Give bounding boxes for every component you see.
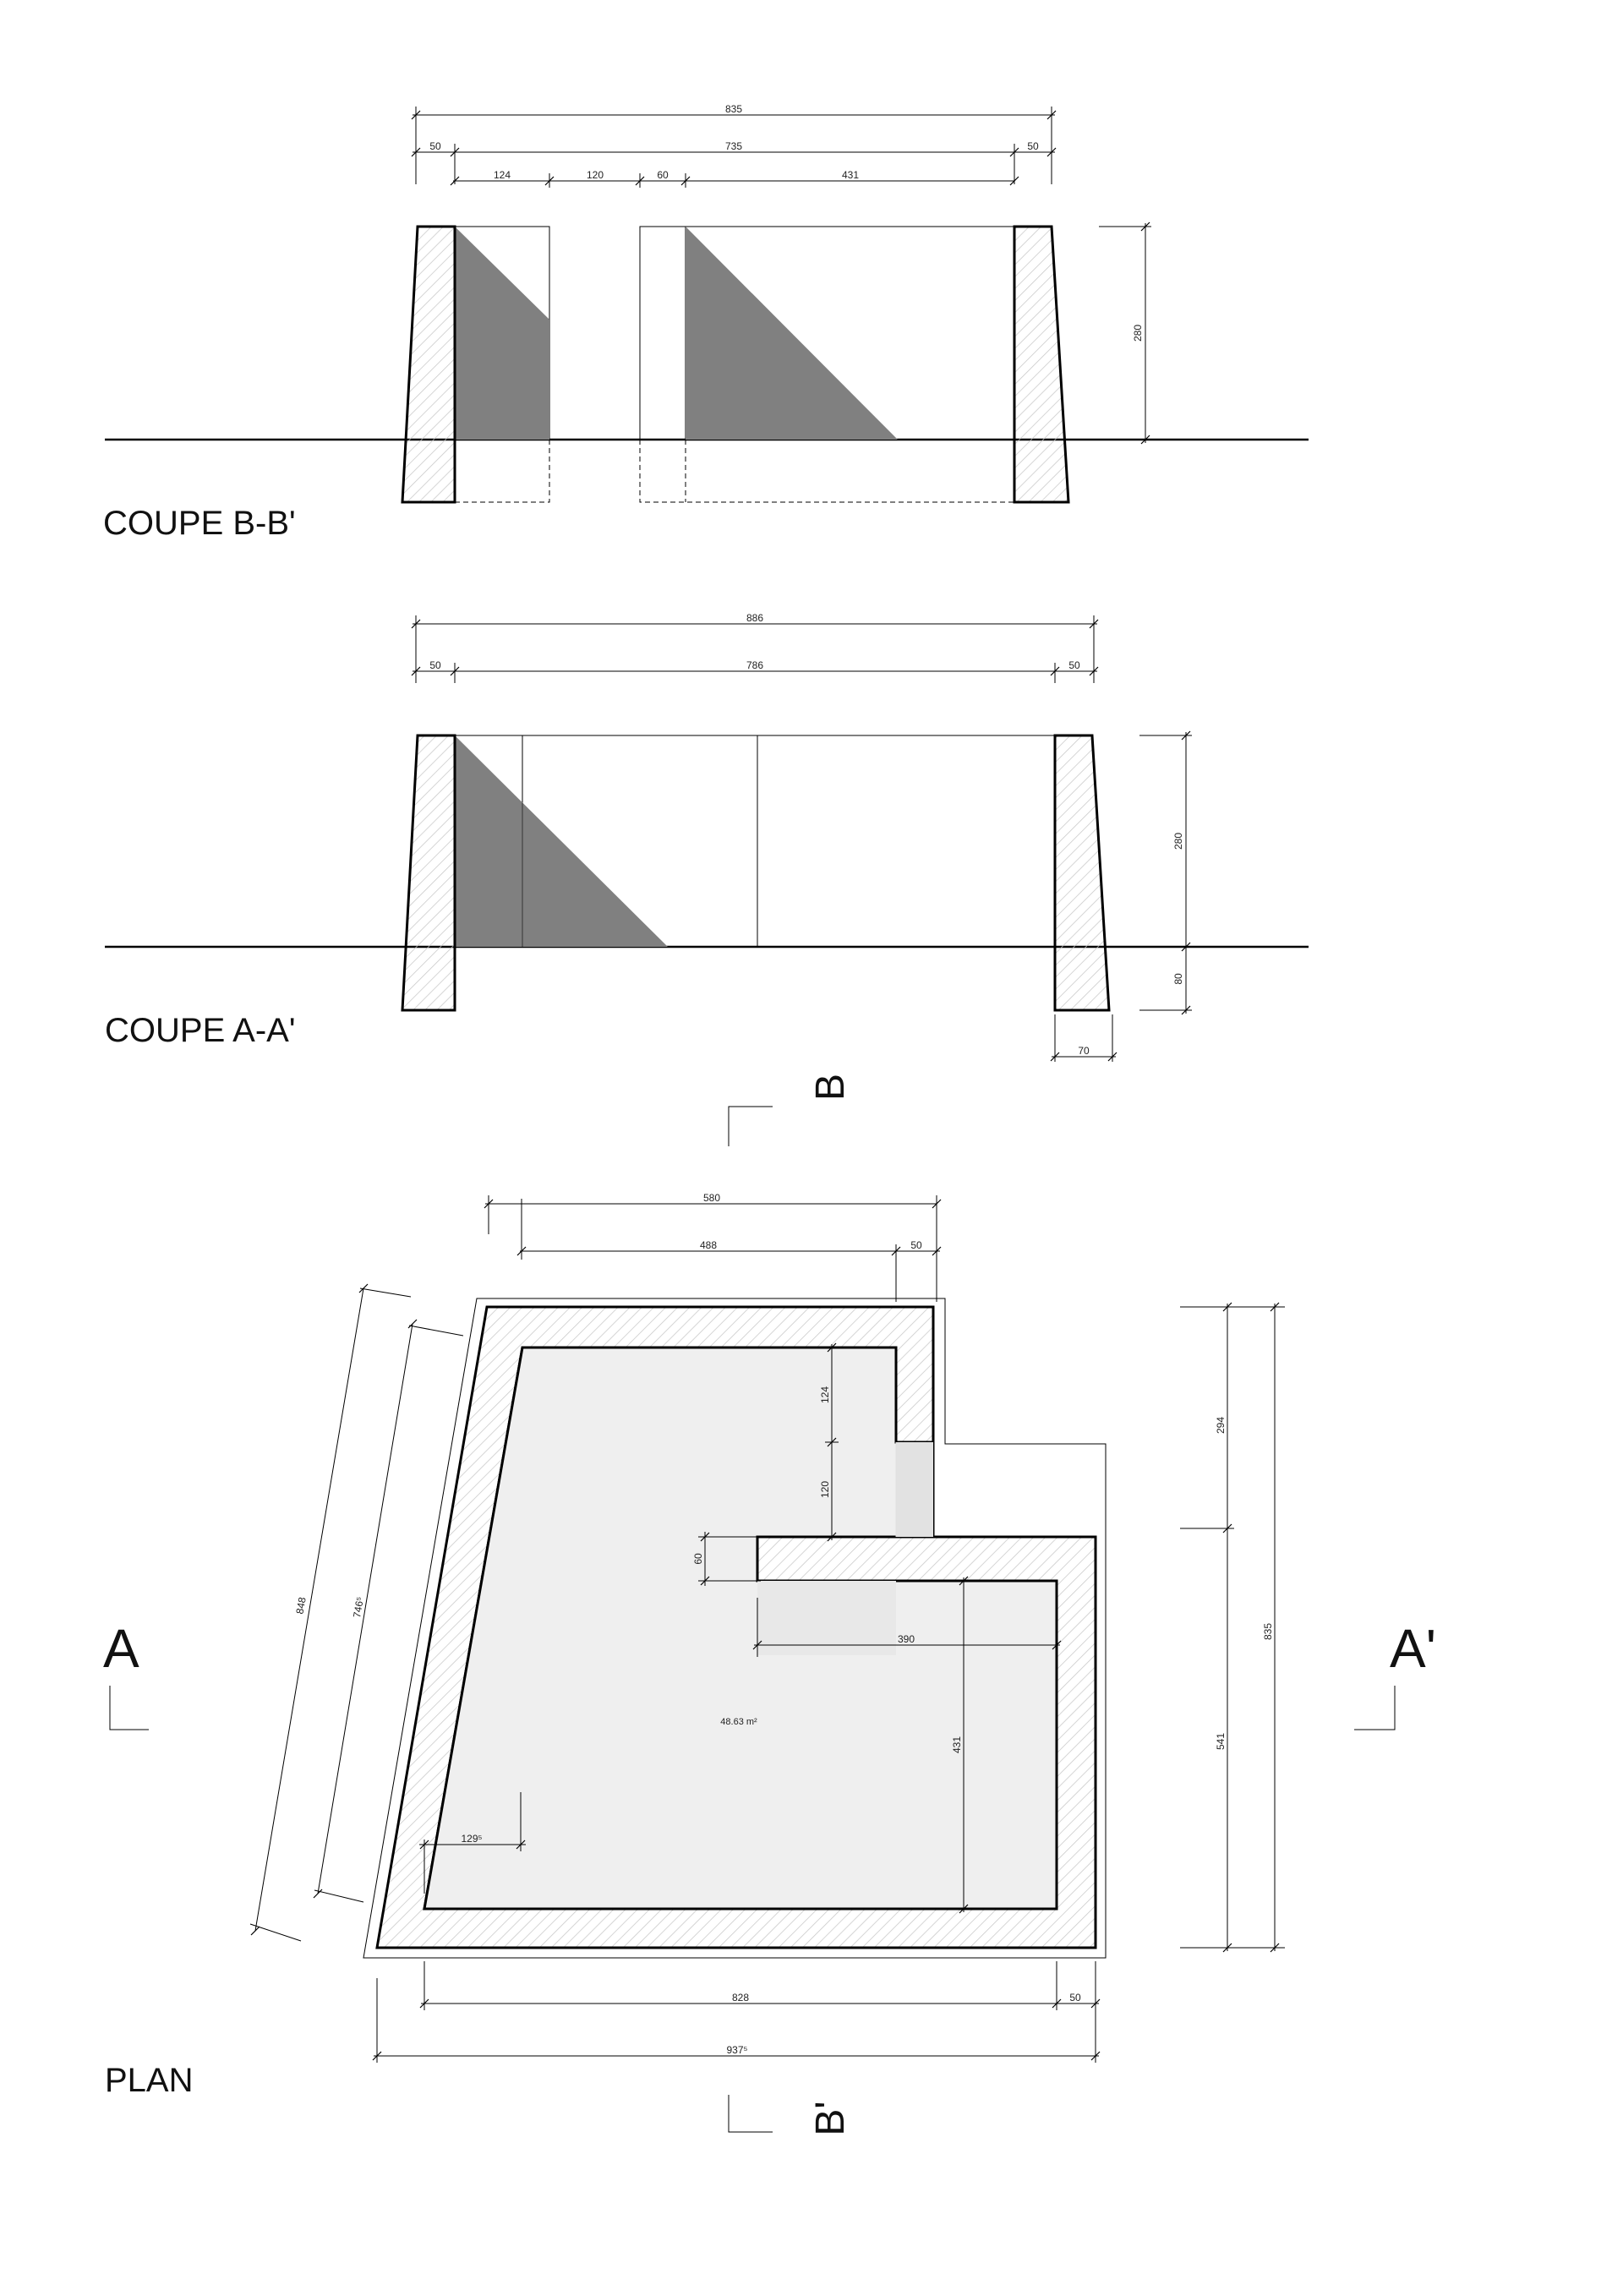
wall-right bbox=[1053, 734, 1111, 1012]
mark-a: A bbox=[103, 1618, 139, 1679]
mark-a-prime: A' bbox=[1390, 1618, 1436, 1679]
dim-inner: 786 bbox=[746, 659, 763, 671]
dim-depth: 80 bbox=[1172, 973, 1184, 985]
dim-right-lower: 541 bbox=[1215, 1733, 1227, 1750]
dim-431: 431 bbox=[842, 169, 859, 181]
dim-right-wall: 50 bbox=[1027, 140, 1039, 152]
dim-overall: 886 bbox=[746, 612, 763, 624]
plan-outer-outline bbox=[363, 1298, 1107, 1959]
section-mark-b: B bbox=[728, 1074, 853, 1146]
mark-b: B bbox=[808, 1074, 853, 1101]
section-bb: 835 50 735 50 124 120 60 431 280 COUPE B… bbox=[103, 103, 1309, 542]
dim-top-wall: 50 bbox=[910, 1239, 922, 1251]
section-title: COUPE B-B' bbox=[103, 505, 296, 542]
dim-bottom-overall: 937⁵ bbox=[727, 2044, 748, 2056]
dim-base: 70 bbox=[1078, 1045, 1090, 1057]
shadow-area bbox=[686, 227, 898, 440]
mark-b-prime: B' bbox=[808, 2101, 853, 2135]
dim-bottom-inner: 828 bbox=[732, 1992, 749, 2004]
section-mark-a-prime: A' bbox=[1354, 1618, 1436, 1730]
wall-right bbox=[1013, 225, 1070, 504]
plan-title: PLAN bbox=[105, 2062, 194, 2099]
dim-124: 124 bbox=[494, 169, 511, 181]
dim-390: 390 bbox=[898, 1633, 915, 1645]
dim-129: 129⁵ bbox=[462, 1833, 483, 1845]
section-aa: 886 50 786 50 280 80 70 COUPE A-A' bbox=[105, 612, 1309, 1062]
wall-left bbox=[401, 734, 456, 1012]
plan-interior bbox=[423, 1346, 1058, 1911]
dim-60: 60 bbox=[657, 169, 669, 181]
room-area: 48.63 m² bbox=[720, 1717, 757, 1727]
dim-top-inner: 488 bbox=[700, 1239, 717, 1251]
section-title: COUPE A-A' bbox=[105, 1012, 295, 1049]
dim-120: 120 bbox=[819, 1481, 831, 1498]
section-mark-b-prime: B' bbox=[728, 2095, 853, 2136]
dim-top-overall: 580 bbox=[703, 1192, 720, 1204]
section-mark-a: A bbox=[103, 1618, 149, 1730]
dim-height: 280 bbox=[1132, 325, 1144, 342]
wall-left bbox=[401, 225, 456, 504]
dim-right-overall: 835 bbox=[1262, 1623, 1274, 1640]
dim-60: 60 bbox=[692, 1553, 704, 1565]
shadow-area bbox=[455, 735, 668, 947]
shadow-area bbox=[455, 227, 549, 440]
dim-height: 280 bbox=[1172, 833, 1184, 850]
dim-diag-inner: 746⁵ bbox=[351, 1596, 366, 1619]
dim-overall: 835 bbox=[725, 103, 742, 115]
dim-inner: 735 bbox=[725, 140, 742, 152]
dim-bottom-wall: 50 bbox=[1069, 1992, 1081, 2004]
dim-diag-outer: 848 bbox=[293, 1596, 308, 1615]
dim-124: 124 bbox=[819, 1386, 831, 1403]
dim-right-upper: 294 bbox=[1215, 1417, 1227, 1434]
dim-120: 120 bbox=[587, 169, 604, 181]
dim-left-wall: 50 bbox=[429, 659, 441, 671]
dim-431: 431 bbox=[951, 1736, 963, 1753]
dim-left-wall: 50 bbox=[429, 140, 441, 152]
dim-right-wall: 50 bbox=[1068, 659, 1080, 671]
plan: 580 488 50 48.63 m² bbox=[105, 1192, 1285, 2099]
